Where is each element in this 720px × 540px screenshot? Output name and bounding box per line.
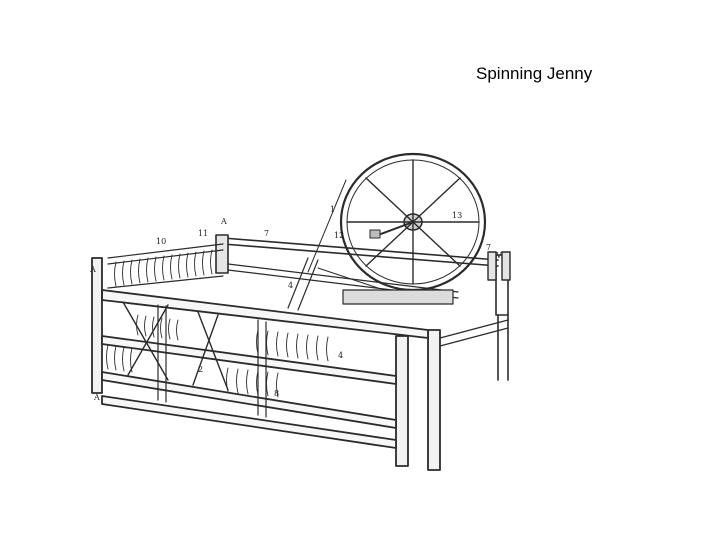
label-13: 13 bbox=[452, 211, 462, 220]
label-10: 10 bbox=[156, 237, 166, 246]
label-v: V bbox=[495, 251, 502, 260]
label-8: 8 bbox=[274, 389, 279, 398]
label-2: 2 bbox=[198, 365, 203, 374]
label-a-top: A bbox=[220, 217, 227, 226]
front-frame bbox=[91, 257, 509, 471]
label-a-bottom: A bbox=[93, 393, 100, 402]
label-11: 11 bbox=[198, 229, 208, 238]
lower-spindles bbox=[106, 314, 329, 398]
right-posts bbox=[487, 251, 511, 281]
label-4-left: 4 bbox=[288, 281, 293, 290]
label-7-right: 7 bbox=[486, 243, 491, 252]
carriage bbox=[227, 257, 459, 311]
label-7-top: 7 bbox=[264, 229, 269, 238]
cross-braces bbox=[122, 301, 229, 391]
label-4-right: 4 bbox=[338, 351, 343, 360]
label-1: 1 bbox=[330, 205, 335, 214]
back-frame bbox=[215, 234, 509, 381]
drive-wheel bbox=[307, 152, 487, 292]
slide-title: Spinning Jenny bbox=[476, 64, 593, 83]
reference-labels: A A A 11 10 7 7 1 12 13 2 4 4 8 V bbox=[89, 205, 502, 402]
left-spindle-rack bbox=[107, 243, 224, 289]
spinning-jenny-illustration: A A A 11 10 7 7 1 12 13 2 4 4 8 V bbox=[78, 140, 528, 500]
label-12: 12 bbox=[334, 231, 344, 240]
label-a-left: A bbox=[89, 265, 96, 274]
